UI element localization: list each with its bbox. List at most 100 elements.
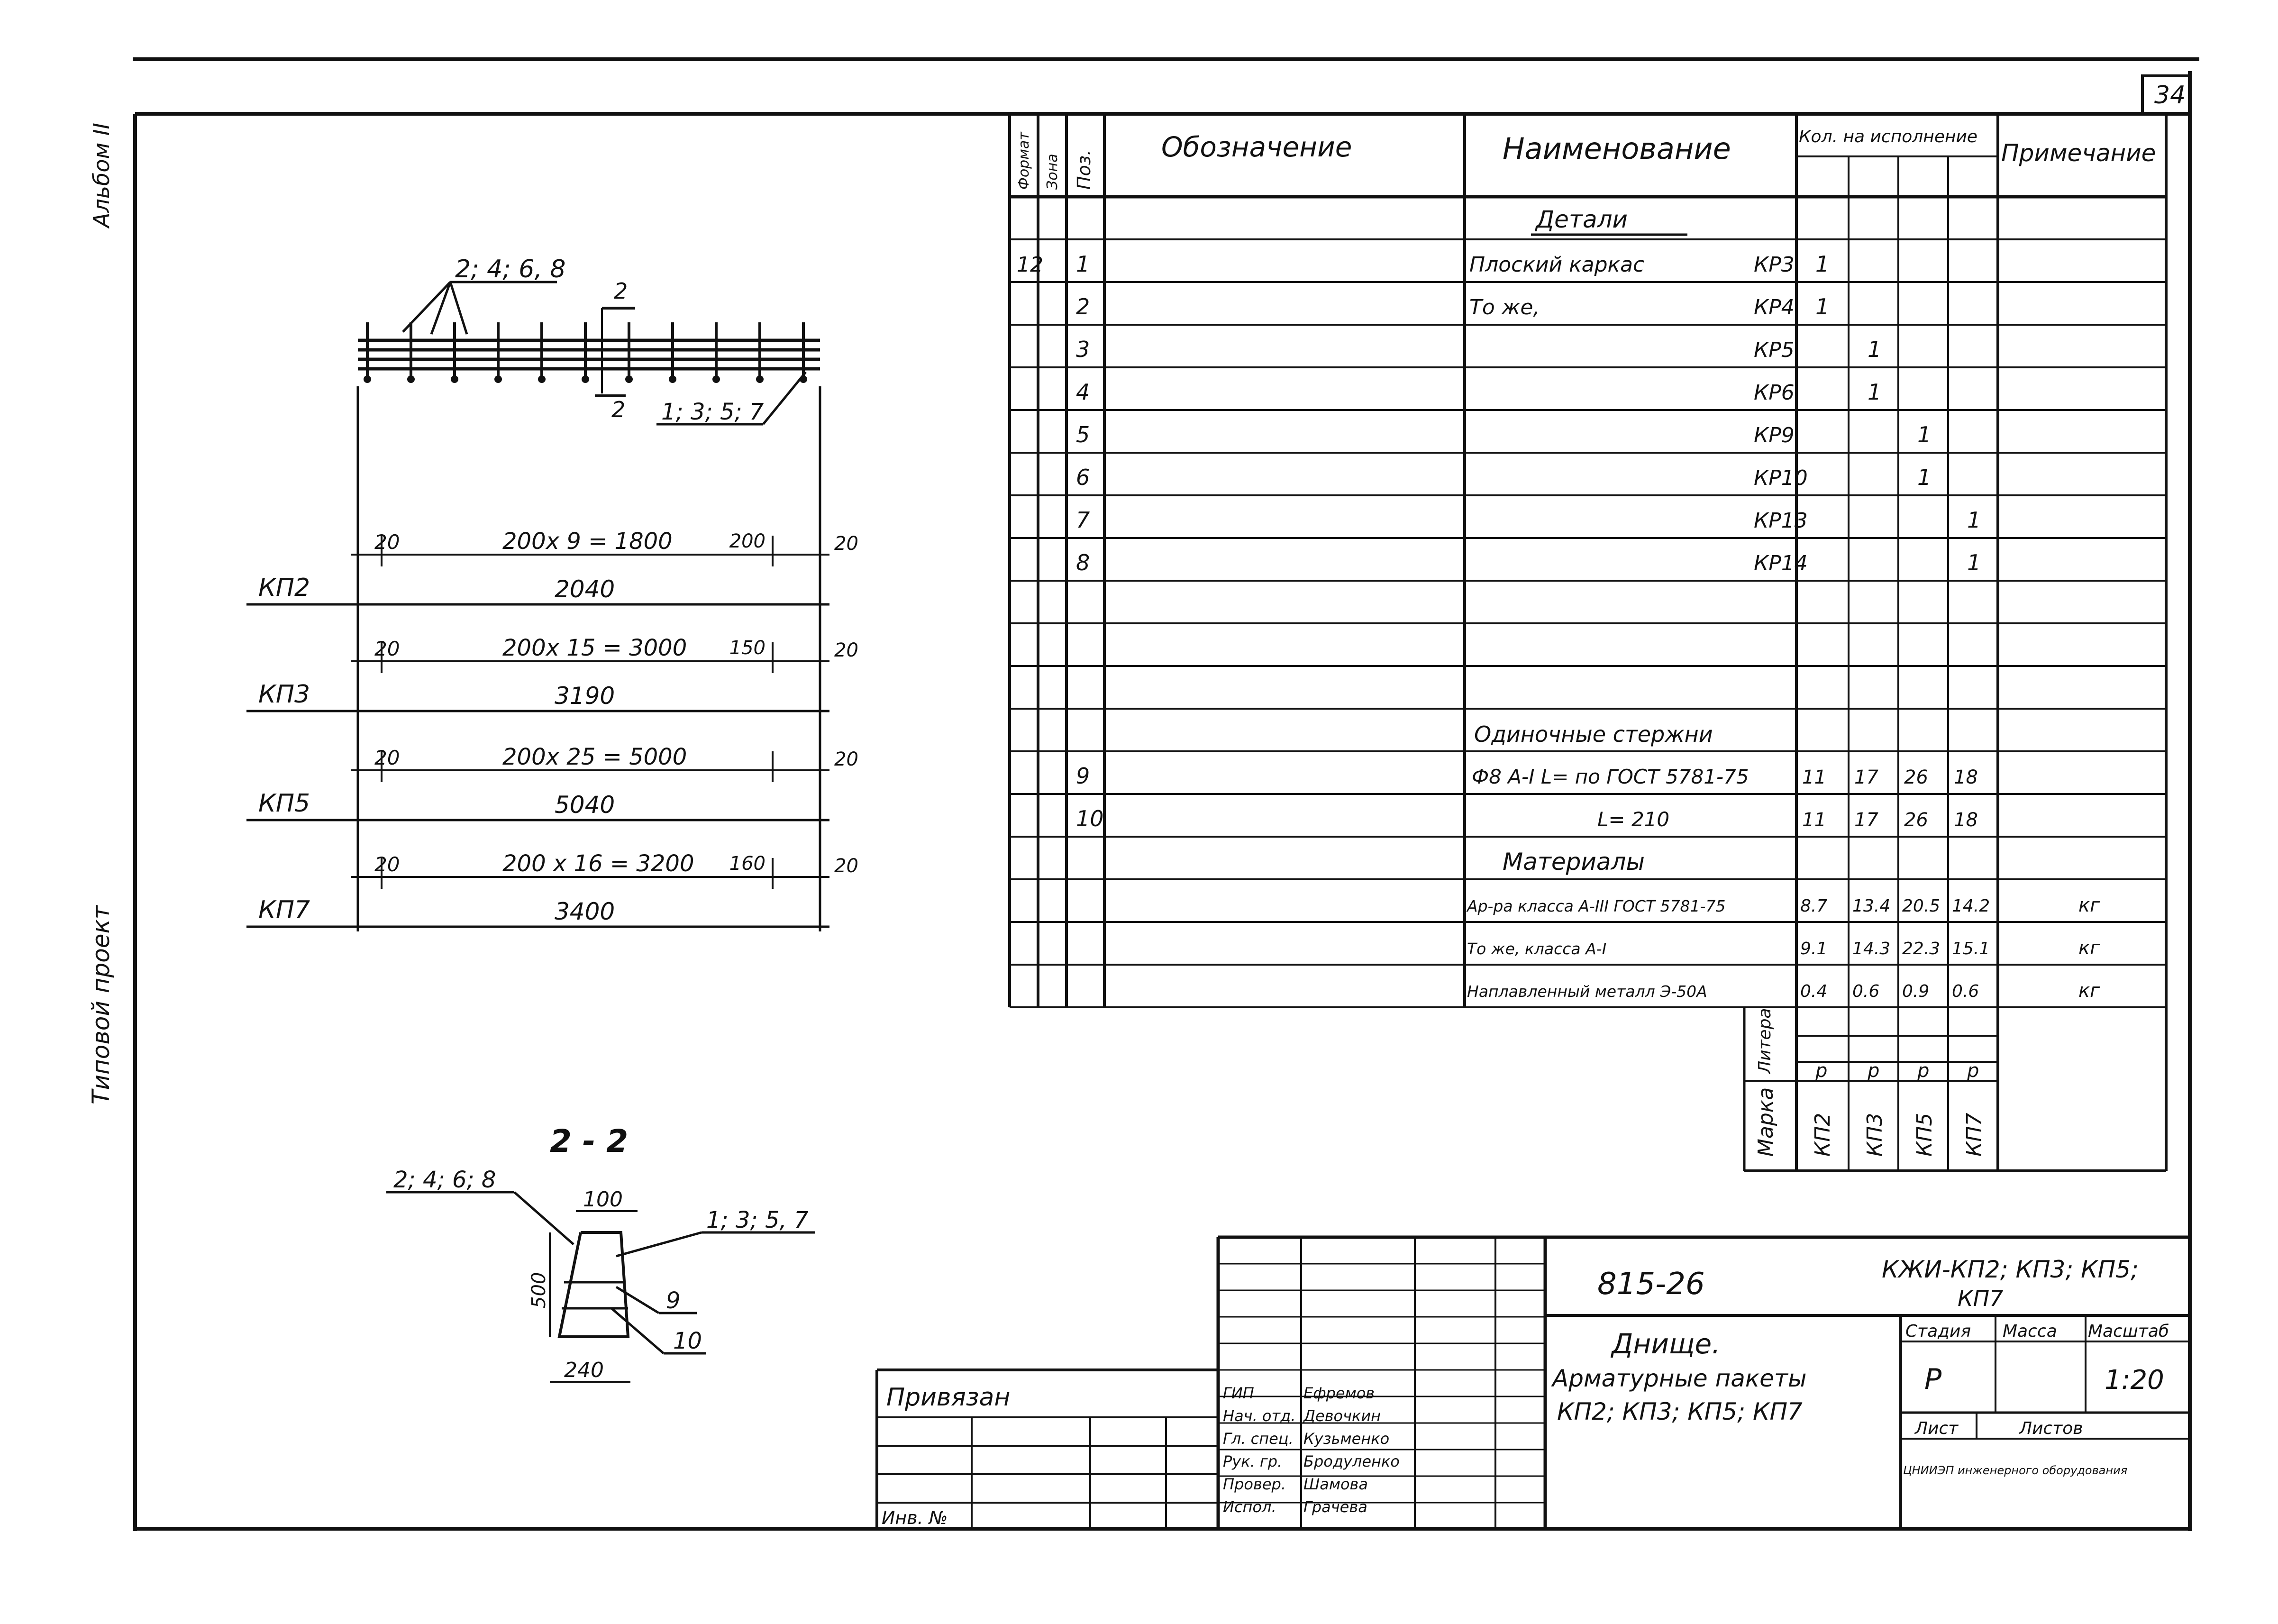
material-qty: 14.2 — [1952, 896, 1990, 916]
dim-total: 3400 — [555, 898, 615, 925]
dim-right-step: 160 — [729, 853, 765, 875]
scale-label: Масштаб — [2088, 1322, 2169, 1341]
dim-right: 20 — [834, 748, 858, 770]
row-mark: КР10 — [1754, 466, 1808, 490]
rod-qty: 26 — [1904, 766, 1928, 788]
album-label: Альбом II — [89, 123, 114, 229]
signature-role: Рук. гр. — [1223, 1452, 1282, 1470]
material-name: Ар-ра класса А-III ГОСТ 5781-75 — [1466, 897, 1725, 915]
marka-label: Марка — [1754, 1087, 1778, 1157]
row-qty: 1 — [1917, 465, 1931, 490]
row-name: Плоский каркас — [1469, 253, 1644, 277]
row-mark: КР6 — [1754, 381, 1795, 405]
rod-qty: 17 — [1854, 766, 1878, 788]
rod-end — [669, 375, 676, 383]
row-qty: 1 — [1815, 251, 1829, 277]
header-pos: Поз. — [1074, 150, 1094, 190]
rod-end — [582, 375, 589, 383]
litera-value: р — [1917, 1060, 1929, 1082]
rod-end — [538, 375, 546, 383]
row-qty: 1 — [1917, 422, 1931, 447]
header-name: Наименование — [1503, 131, 1731, 166]
signature-role: Гл. спец. — [1223, 1430, 1294, 1448]
dim-right: 20 — [834, 855, 858, 877]
signature-role: Нач. отд. — [1223, 1407, 1295, 1425]
row-pos: 4 — [1076, 379, 1090, 405]
material-unit: кг — [2078, 980, 2100, 1002]
signature-name: Ефремов — [1303, 1384, 1375, 1402]
marka-value: КП3 — [1863, 1113, 1887, 1157]
rod-qty: 18 — [1954, 766, 1978, 788]
doc-code-line2: КП7 — [1958, 1286, 2004, 1311]
marka-value: КП5 — [1913, 1113, 1937, 1157]
rod-qty: 11 — [1802, 809, 1826, 831]
dim-right: 20 — [834, 639, 858, 661]
material-qty: 8.7 — [1800, 896, 1827, 916]
section-pos10: 10 — [673, 1328, 702, 1354]
reinforcement-drawing: 2; 4; 6, 8 2 2 1; 3; 5; 7 20 200x 9 = 1800 200… — [246, 255, 858, 1383]
section-materials: Материалы — [1503, 848, 1645, 876]
title-line2: Арматурные пакеты — [1551, 1365, 1806, 1392]
dim-left: 20 — [374, 637, 400, 660]
rod-end — [756, 375, 764, 383]
rod-pos: 10 — [1076, 806, 1104, 831]
project-code: 815-26 — [1597, 1267, 1705, 1302]
right-callout: 1; 3; 5; 7 — [661, 399, 764, 425]
mass-label: Масса — [2003, 1322, 2057, 1341]
marka-value: КП2 — [1811, 1113, 1835, 1157]
dim-mid: 200 x 16 = 3200 — [502, 850, 694, 877]
rod-name: Ф8 А-I L= по ГОСТ 5781-75 — [1472, 765, 1749, 788]
callout-leader — [611, 1307, 665, 1354]
signature-role: Испол. — [1223, 1498, 1276, 1516]
stage-label: Стадия — [1905, 1322, 1971, 1341]
signature-name: Шамова — [1303, 1475, 1368, 1493]
row-mark: КР5 — [1754, 338, 1795, 362]
callout-leader — [513, 1191, 574, 1245]
callout-leader — [615, 1286, 660, 1314]
signature-name: Кузьменко — [1303, 1430, 1389, 1448]
row-qty: 1 — [1815, 294, 1829, 319]
row-mark: КР4 — [1754, 295, 1795, 319]
row-pos: 5 — [1076, 422, 1090, 447]
material-qty: 15.1 — [1952, 939, 1990, 958]
row-pos: 1 — [1076, 251, 1090, 277]
row-mark: КР9 — [1754, 423, 1795, 447]
packet-mark: КП3 — [258, 680, 310, 709]
row-mark: КР14 — [1754, 551, 1808, 575]
section-mark-top: 2 — [614, 278, 628, 304]
row-name: То же, — [1469, 295, 1540, 319]
marka-value: КП7 — [1962, 1113, 1986, 1157]
top-callout: 2; 4; 6, 8 — [455, 255, 566, 283]
section-top-dim: 100 — [583, 1187, 623, 1212]
org-name: ЦНИИЭП инженерного оборудования — [1903, 1464, 2127, 1477]
sheets-label: Листов — [2018, 1419, 2083, 1438]
rod-qty: 18 — [1954, 809, 1978, 831]
dim-right-step: 150 — [729, 637, 765, 659]
section-rods: Одиночные стержни — [1474, 721, 1713, 747]
title-line3: КП2; КП3; КП5; КП7 — [1557, 1398, 1803, 1425]
section-mark-bottom: 2 — [611, 397, 625, 422]
row-qty: 1 — [1868, 379, 1881, 405]
callout-leader — [402, 281, 451, 333]
scale-value: 1:20 — [2105, 1365, 2164, 1396]
dim-left: 20 — [374, 853, 400, 876]
dim-total: 3190 — [555, 682, 615, 710]
packet-mark: КП5 — [258, 789, 310, 818]
dim-mid: 200x 9 = 1800 — [502, 528, 673, 555]
rod-name: L= 210 — [1597, 808, 1669, 831]
section-bottom-dim: 240 — [564, 1358, 604, 1382]
header-designation: Обозначение — [1161, 131, 1352, 163]
signature-role: ГИП — [1223, 1384, 1254, 1402]
sheet-label: Лист — [1914, 1419, 1959, 1438]
rod-end — [364, 375, 371, 383]
project-type-label: Типовой проект — [87, 904, 115, 1104]
material-qty: 0.6 — [1852, 982, 1879, 1001]
material-qty: 14.3 — [1852, 939, 1890, 958]
callout-leader — [430, 282, 452, 335]
rod-end — [451, 375, 458, 383]
header-zone: Зона — [1044, 154, 1061, 190]
signature-role: Провер. — [1223, 1475, 1286, 1493]
